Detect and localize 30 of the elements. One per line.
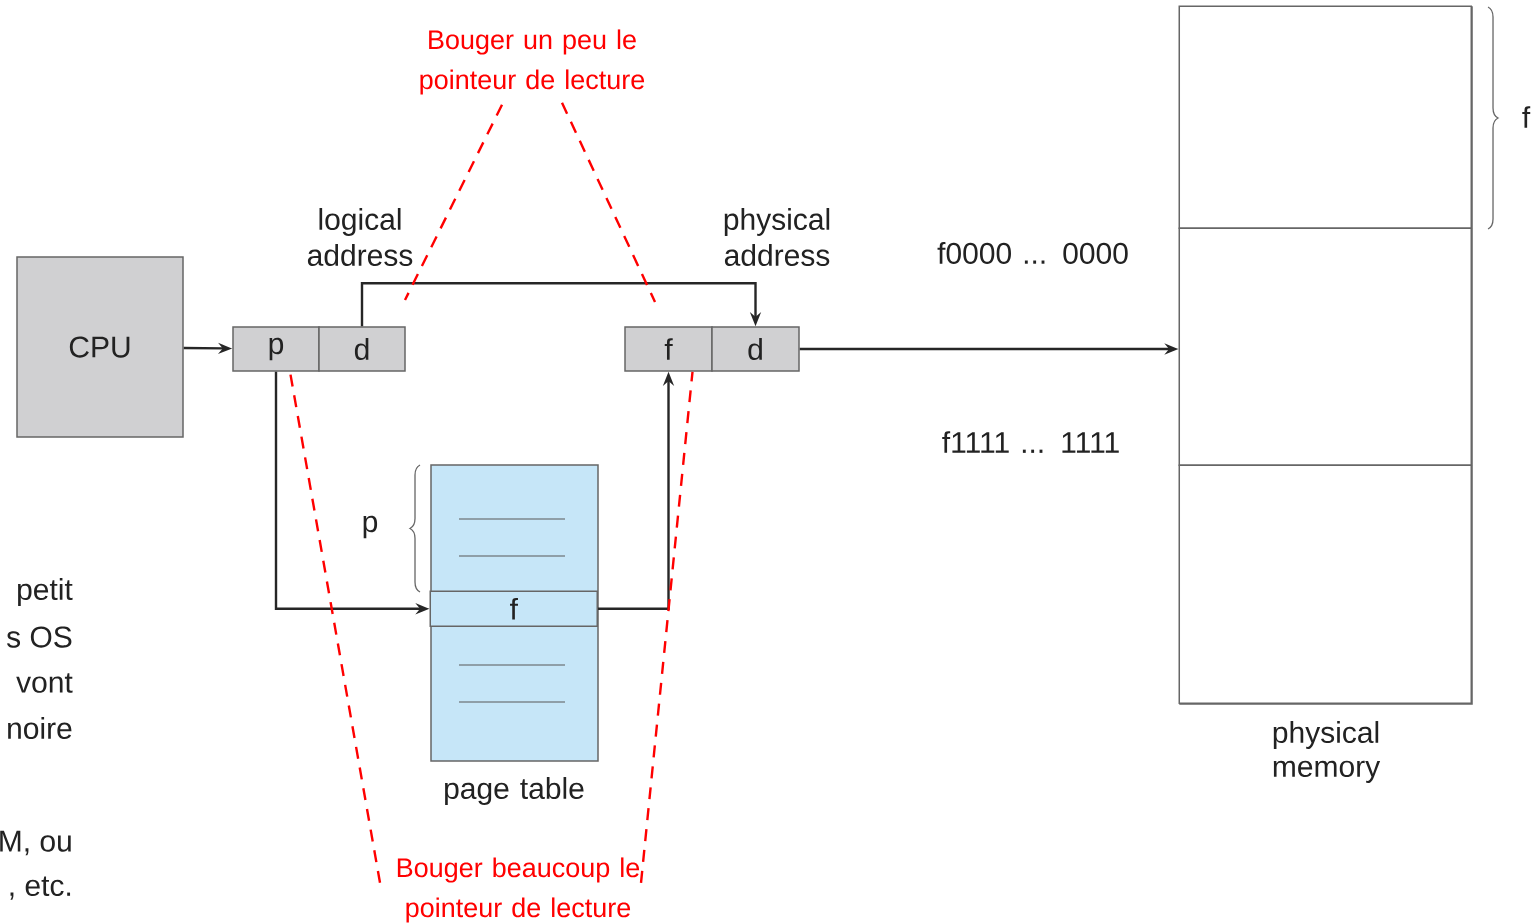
address-field: p — [232, 326, 320, 372]
leader-line — [403, 104, 504, 301]
memory-frame — [1178, 227, 1472, 466]
page-table-label: page table — [445, 777, 584, 805]
memory-frame — [1178, 464, 1472, 704]
arrow — [360, 282, 762, 327]
annotation-text: Bouger beaucoup le pointeur de lecture — [397, 857, 640, 923]
cpu-box: CPU — [16, 256, 184, 438]
address-field: f — [624, 326, 713, 372]
address-field: d — [711, 326, 800, 372]
body-text: petit — [18, 578, 73, 606]
memory-frame — [1178, 5, 1472, 229]
leader-line — [560, 102, 657, 303]
leader-line — [288, 371, 382, 883]
range-label: f1111 ... 1111 — [942, 431, 1119, 453]
range-label: f0000 ... 0000 — [937, 242, 1128, 264]
address-field: d — [318, 326, 406, 372]
memory-label: physical memory — [1273, 721, 1381, 783]
brace-label: f — [1522, 106, 1531, 128]
brace-label: p — [363, 515, 378, 539]
body-text: vont — [16, 673, 73, 693]
body-text: s OS — [6, 626, 72, 648]
annotation-text: Bouger un peu le pointeur de lecture — [420, 29, 645, 95]
address-label: physical address — [724, 208, 830, 267]
address-label: logical address — [307, 208, 413, 267]
body-text: M, ou — [0, 830, 71, 856]
table-entry: f — [429, 590, 598, 627]
body-text: noire — [8, 717, 72, 740]
body-text: , etc. — [10, 876, 71, 900]
leader-line — [639, 371, 694, 883]
